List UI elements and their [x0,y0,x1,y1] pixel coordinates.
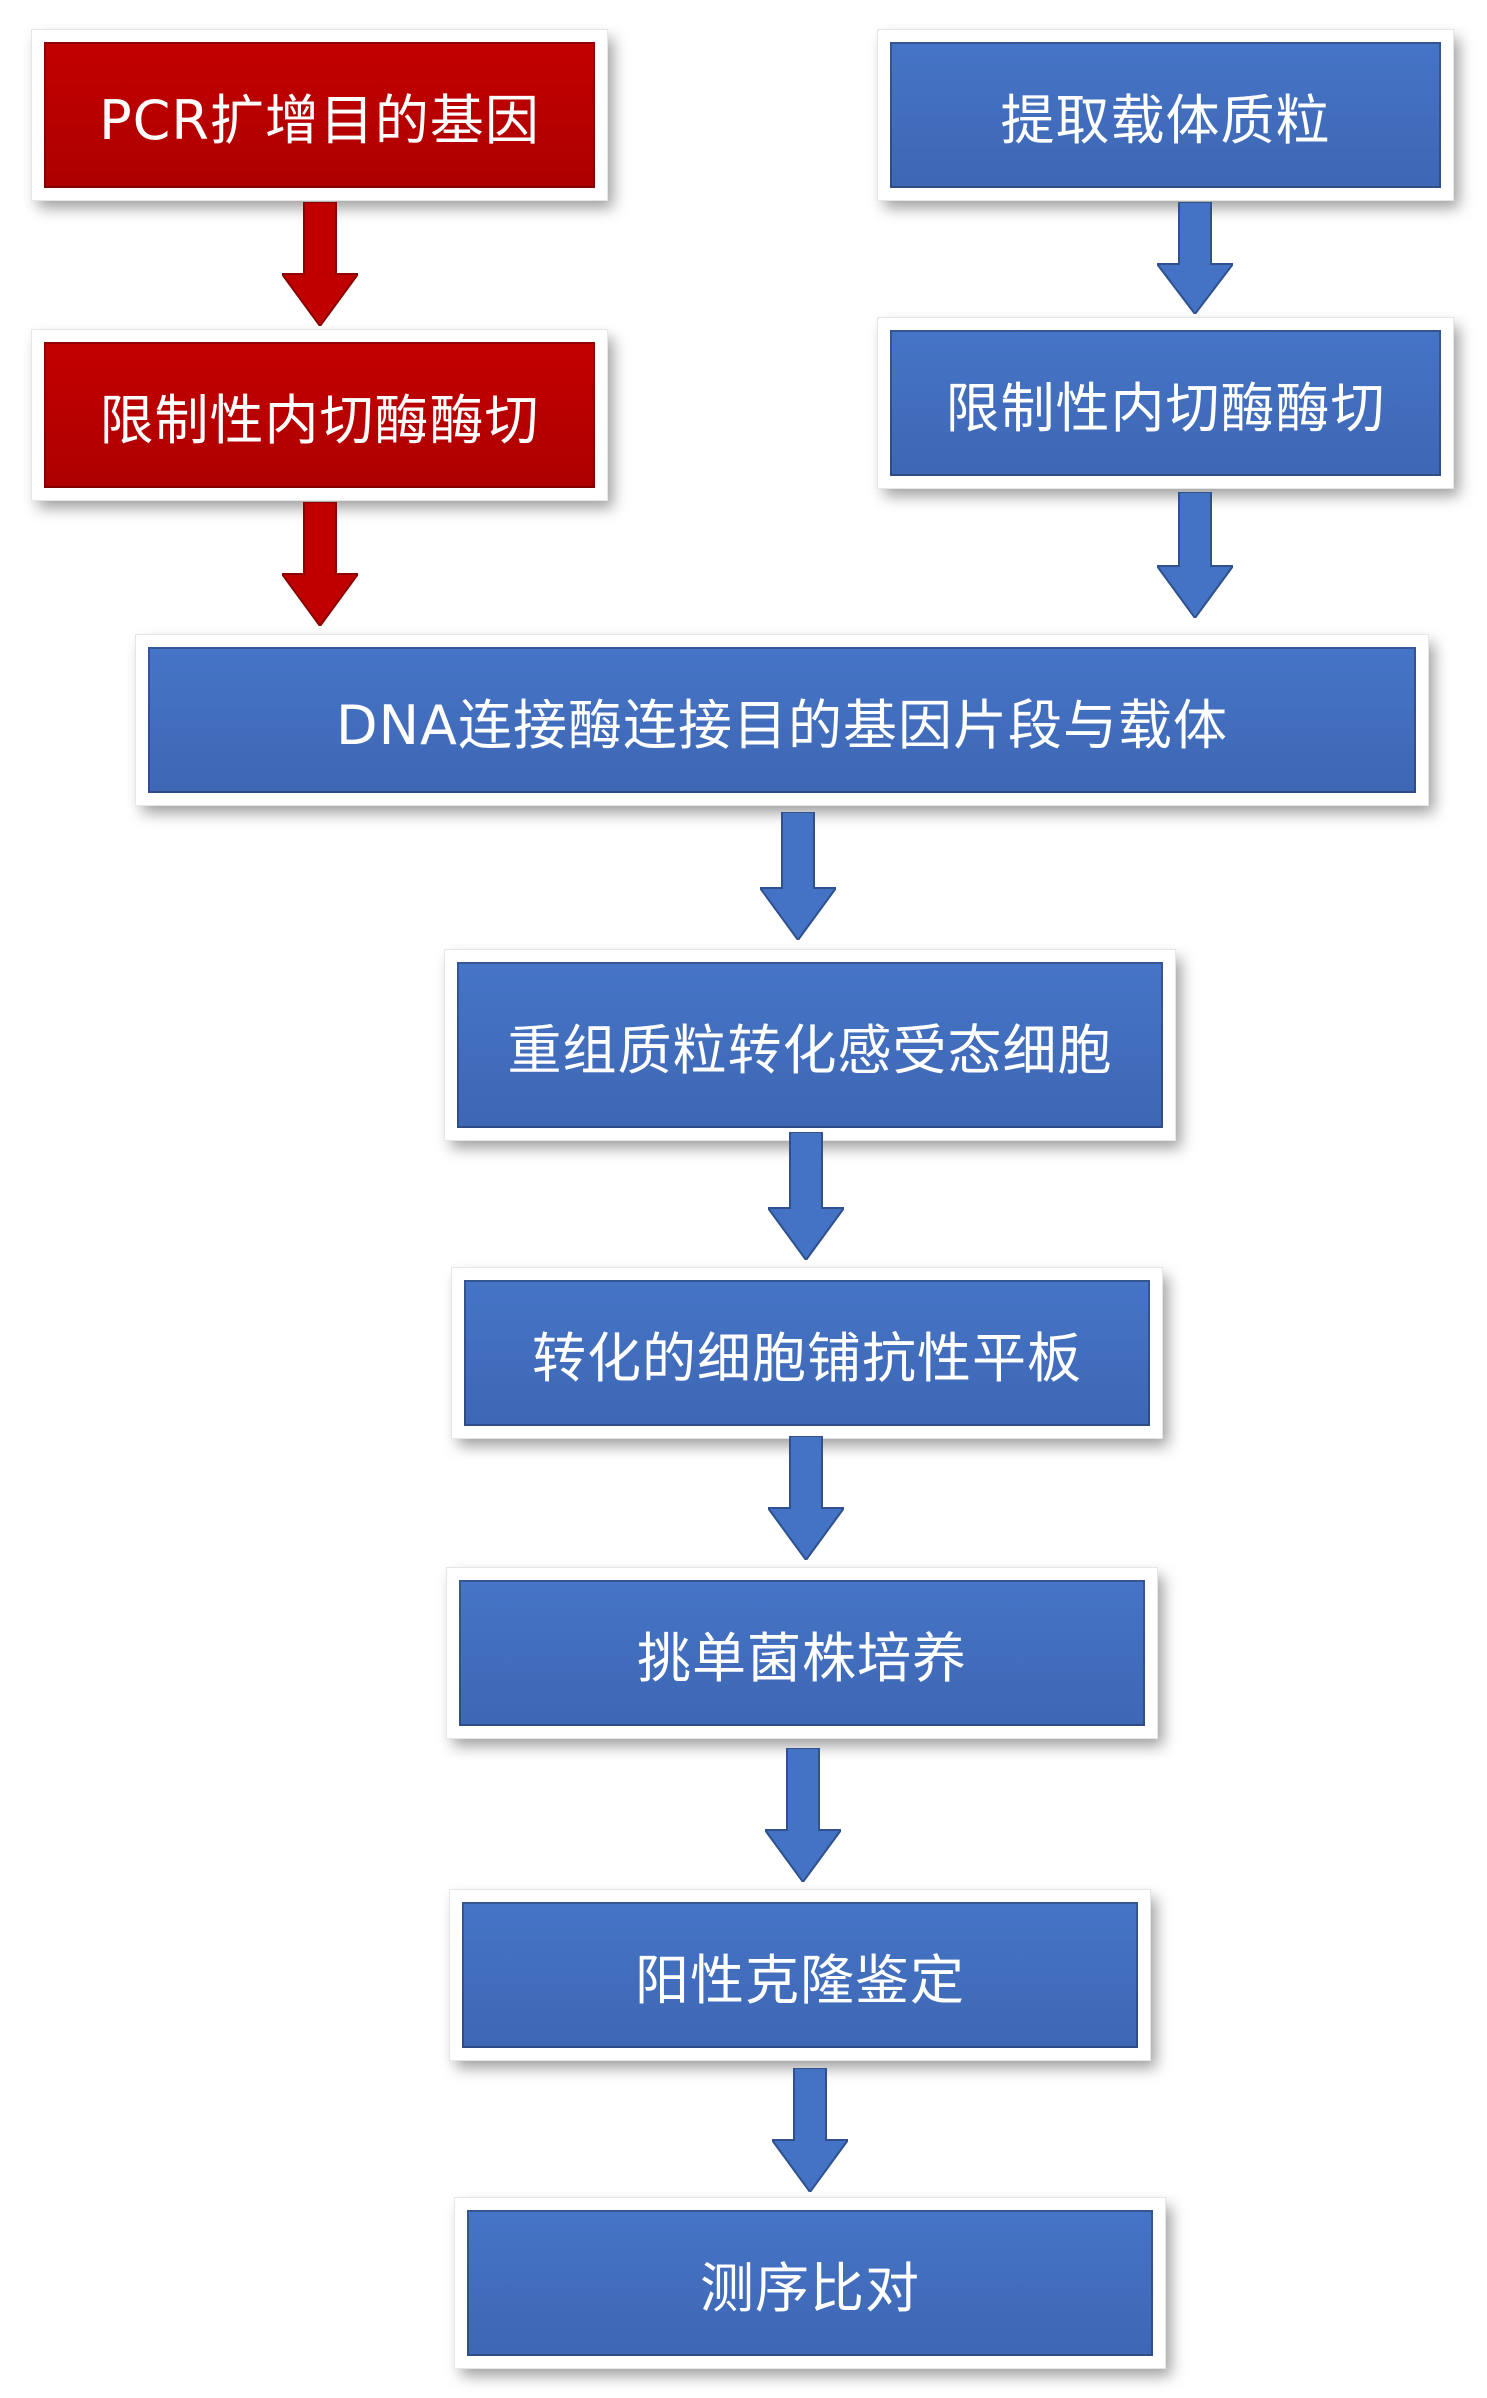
extract-plasmid-step-label: 提取载体质粒 [1000,88,1331,152]
right-digest-step-label: 限制性内切酶酶切 [945,376,1386,440]
arrow-down-icon [768,1436,844,1560]
left-digest-step-box: 限制性内切酶酶切 [31,329,608,501]
pick-colony-step-box: 挑单菌株培养 [446,1567,1158,1739]
arrow-down-icon [768,1132,844,1260]
transform-step-label: 重组质粒转化感受态细胞 [507,1018,1113,1082]
ligation-step-box: DNA连接酶连接目的基因片段与载体 [135,634,1429,806]
sequencing-step-label: 测序比对 [700,2256,920,2320]
extract-plasmid-step-box: 提取载体质粒 [877,29,1454,201]
arrow-down-icon [1157,202,1233,314]
right-digest-step-box: 限制性内切酶酶切 [877,317,1454,489]
positive-clone-step-label: 阳性克隆鉴定 [635,1948,965,2012]
pick-colony-step-label: 挑单菌株培养 [637,1626,967,1690]
arrow-down-icon [760,812,836,940]
ligation-step-label: DNA连接酶连接目的基因片段与载体 [336,693,1228,757]
plate-step-label: 转化的细胞铺抗性平板 [532,1326,1082,1390]
sequencing-step-box: 测序比对 [454,2197,1166,2369]
arrow-down-icon [765,1748,841,1882]
arrow-down-icon [282,202,358,326]
left-digest-step-label: 限制性内切酶酶切 [99,388,540,452]
arrow-down-icon [1157,492,1233,618]
pcr-step-box: PCR扩增目的基因 [31,29,608,201]
plate-step-box: 转化的细胞铺抗性平板 [451,1267,1163,1439]
pcr-step-label: PCR扩增目的基因 [99,88,540,152]
arrow-down-icon [282,502,358,626]
positive-clone-step-box: 阳性克隆鉴定 [449,1889,1151,2061]
arrow-down-icon [772,2068,848,2192]
transform-step-box: 重组质粒转化感受态细胞 [444,949,1176,1141]
